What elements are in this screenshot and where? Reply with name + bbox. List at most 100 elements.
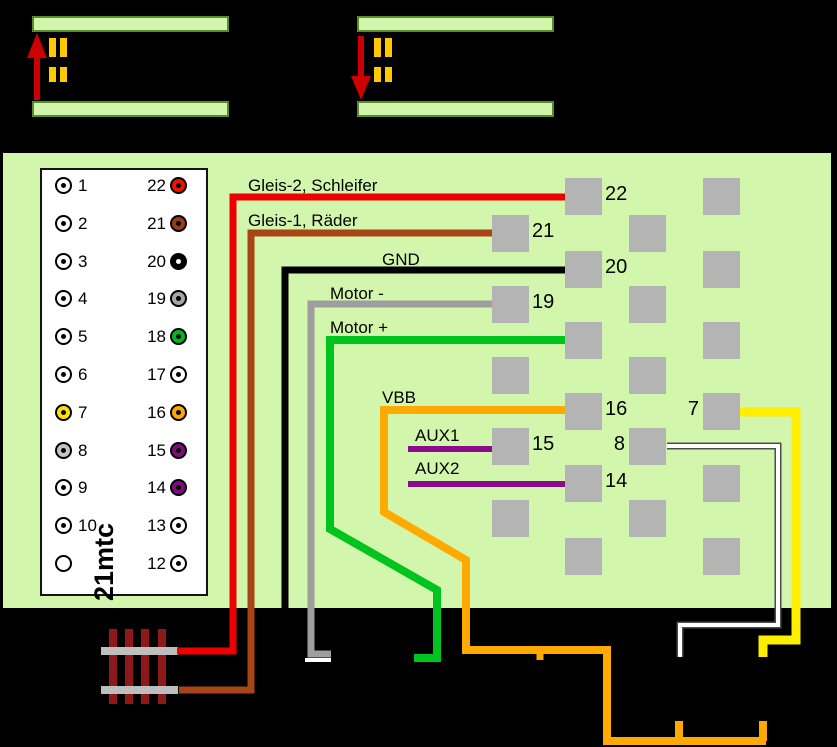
pin-dot	[61, 485, 66, 491]
pin-dot	[176, 372, 181, 377]
pin-row-22: 22	[42, 175, 206, 197]
light-dash-forward	[60, 38, 67, 57]
pin-circle-13	[170, 517, 187, 535]
pin-row-1: 1	[42, 175, 206, 197]
pin-dot	[176, 523, 181, 529]
pin-number: 16	[147, 402, 166, 422]
pin-number: 4	[78, 289, 88, 309]
pin-row-16: 16	[42, 402, 206, 424]
pin-number: 22	[147, 176, 166, 195]
pin-row-12: 12	[42, 553, 206, 575]
pin-dot	[176, 296, 181, 302]
light-dash-reverse	[374, 67, 381, 82]
track-sleeper	[141, 629, 149, 704]
pin-row-15: 15	[42, 440, 206, 462]
pin-circle-15	[170, 441, 187, 459]
pin-number: 5	[78, 327, 88, 347]
pin-number: 20	[147, 251, 166, 271]
pin-dot	[61, 372, 66, 377]
pin-dot	[176, 447, 181, 453]
pin-number: 14	[147, 478, 166, 498]
track-sleeper	[109, 629, 117, 704]
pin-row-6: 6	[42, 364, 206, 386]
pin-circle-6	[55, 366, 72, 383]
lamp-terminal-tick	[536, 660, 545, 666]
pin-dot	[61, 258, 66, 264]
pin-row-2: 2	[42, 213, 206, 235]
pin-row-19: 19	[42, 288, 206, 310]
pin-circle-9	[55, 479, 72, 497]
pin-number: 13	[147, 516, 166, 536]
pin-circle-3	[55, 252, 72, 270]
lamp-terminal-tick	[758, 716, 768, 721]
pin-circle-16	[170, 403, 187, 421]
pin-row-21: 21	[42, 213, 206, 235]
pin-dot	[176, 409, 181, 415]
pin-row-13: 13	[42, 515, 206, 537]
pin-circle-10	[55, 517, 72, 535]
track-bar-forward	[32, 101, 229, 117]
pin-row-3: 3	[42, 251, 206, 273]
track-rail	[101, 686, 178, 694]
direction-arrowhead-up-icon	[27, 33, 47, 58]
track-rail	[101, 647, 178, 655]
pin-circle-8	[55, 441, 72, 459]
pin-number: 7	[78, 402, 88, 422]
pin-dot	[176, 561, 181, 566]
pin-dot	[61, 447, 66, 453]
pin-circle-index	[55, 555, 72, 572]
pin-circle-20	[170, 252, 187, 270]
pin-number: 21	[147, 213, 166, 233]
pin-dot	[61, 183, 66, 188]
pin-circle-14	[170, 479, 187, 497]
pin-circle-7	[55, 403, 72, 421]
pin-circle-22	[170, 177, 187, 194]
pin-row-7: 7	[42, 402, 206, 424]
pin-circle-12	[170, 555, 187, 572]
pin-number: 3	[78, 251, 88, 271]
pin-dot	[176, 258, 181, 264]
pin-row-8: 8	[42, 440, 206, 462]
pin-row-14: 14	[42, 477, 206, 499]
pin-number: 2	[78, 213, 88, 233]
lamp-terminal-tick	[674, 657, 684, 663]
pin-row-17: 17	[42, 364, 206, 386]
pin-circle-18	[170, 328, 187, 346]
pin-row-9: 9	[42, 477, 206, 499]
pin-dot	[176, 220, 181, 226]
pin-number: 12	[147, 554, 166, 573]
pin-circle-17	[170, 366, 187, 383]
pin-dot	[61, 334, 66, 340]
light-dash-reverse	[385, 38, 392, 57]
pin-row-20: 20	[42, 251, 206, 273]
pin-dot	[176, 334, 181, 340]
pin-number: 6	[78, 365, 88, 384]
light-dash-forward	[60, 67, 67, 82]
track-sleeper	[158, 629, 166, 704]
pin-row-18: 18	[42, 326, 206, 348]
light-dash-reverse	[374, 38, 381, 57]
pin-dot	[176, 485, 181, 491]
pin-row-5: 5	[42, 326, 206, 348]
light-dash-reverse	[385, 67, 392, 82]
pin-row-index	[42, 553, 206, 575]
pin-number: 17	[147, 365, 166, 384]
pin-number: 15	[147, 440, 166, 460]
pin-circle-19	[170, 290, 187, 308]
lamp-terminal-tick	[674, 716, 684, 721]
direction-arrowhead-down-icon	[351, 76, 371, 100]
track-bar-reverse	[357, 101, 554, 117]
track-sleeper	[125, 629, 133, 704]
light-dash-forward	[49, 67, 56, 82]
pin-number: 9	[78, 478, 88, 498]
pin-dot	[61, 220, 66, 226]
pin-circle-1	[55, 177, 72, 194]
pin-circle-21	[170, 214, 187, 232]
pin-number: 18	[147, 327, 166, 347]
pin-number: 10	[78, 516, 97, 536]
light-dash-forward	[49, 38, 56, 57]
pin-circle-2	[55, 214, 72, 232]
pin-number: 8	[78, 440, 88, 460]
